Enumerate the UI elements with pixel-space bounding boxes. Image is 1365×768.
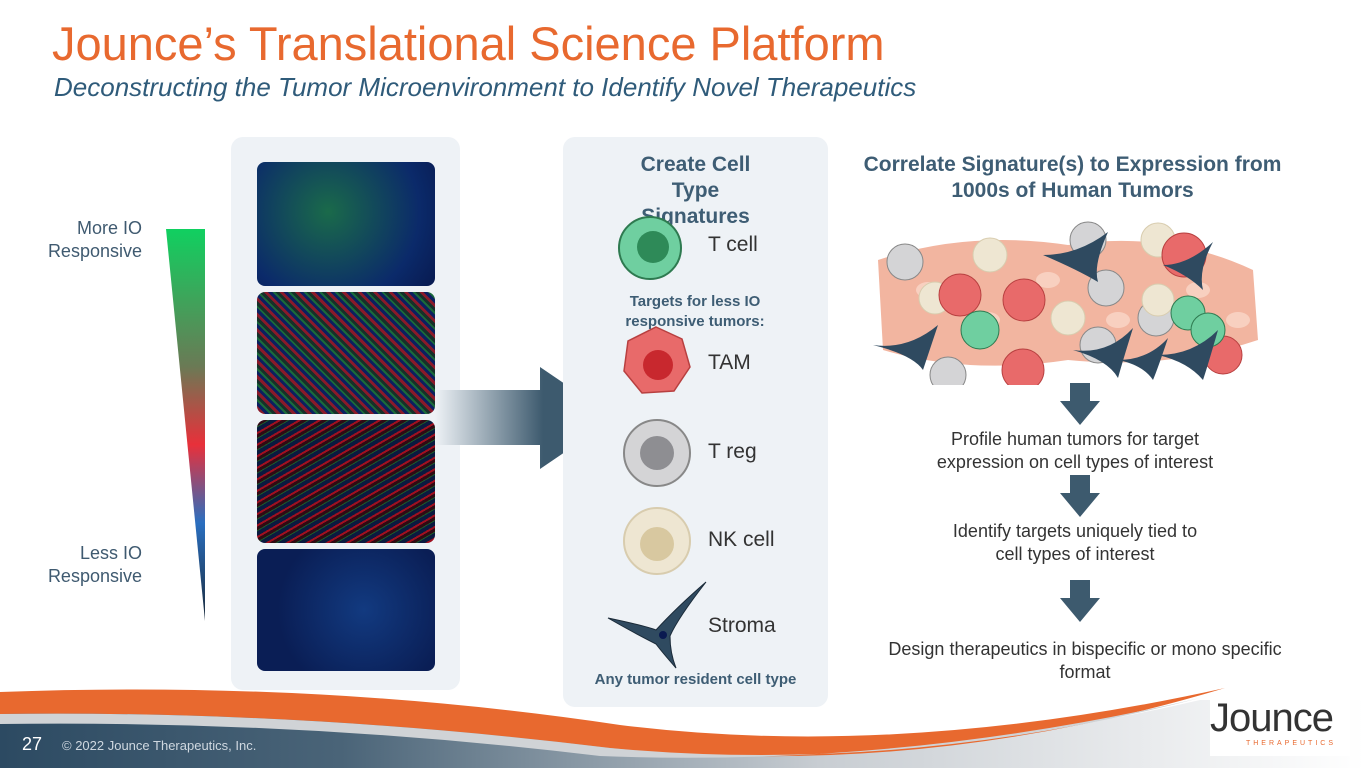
more-io-label: More IO Responsive — [47, 218, 142, 261]
less-io-label: Less IO Responsive — [47, 543, 142, 586]
copyright: © 2022 Jounce Therapeutics, Inc. — [62, 738, 257, 753]
tissue-image-mid-low-io — [257, 420, 435, 543]
down-arrow-icon — [1060, 580, 1100, 622]
correlate-title: Correlate Signature(s) to Expression fro… — [863, 153, 1282, 202]
targets-label: Targets for less IO responsive tumors: — [625, 293, 765, 330]
tissue-image-high-io — [257, 162, 435, 286]
down-arrow-icon — [1060, 383, 1100, 425]
logo-text: Jounce — [1210, 696, 1334, 740]
tumor-microenvironment-illustration — [873, 221, 1258, 385]
page-number: 27 — [22, 734, 43, 754]
stroma-icon — [607, 581, 707, 669]
t-cell-label: T cell — [708, 233, 758, 256]
tissue-image-mid-high-io — [257, 292, 435, 414]
t-reg-icon — [623, 419, 691, 487]
signatures-footer: Any tumor resident cell type — [594, 671, 797, 688]
tam-label: TAM — [708, 351, 751, 374]
step-profile: Profile human tumors for target expressi… — [936, 429, 1214, 472]
step-design: Design therapeutics in bispecific or mon… — [888, 639, 1282, 682]
footer-swoosh — [0, 688, 1365, 768]
signatures-title: Create Cell Type Signatures — [640, 153, 751, 228]
jounce-logo: Jounce THERAPEUTICS — [1210, 696, 1350, 756]
nk-cell-icon — [623, 507, 691, 575]
t-cell-icon — [618, 216, 682, 280]
stroma-label: Stroma — [708, 614, 776, 637]
nk-cell-label: NK cell — [708, 528, 775, 551]
logo-subtext: THERAPEUTICS — [1245, 740, 1336, 747]
slide-subtitle: Deconstructing the Tumor Microenvironmen… — [54, 72, 917, 102]
io-gradient-wedge — [166, 229, 205, 621]
slide-title: Jounce’s Translational Science Platform — [52, 17, 885, 70]
tissue-image-low-io — [257, 549, 435, 671]
t-reg-label: T reg — [708, 440, 757, 463]
down-arrow-icon — [1060, 475, 1100, 517]
tam-icon — [623, 326, 691, 394]
step-identify: Identify targets uniquely tied to cell t… — [952, 521, 1198, 564]
signatures-panel — [563, 137, 828, 707]
